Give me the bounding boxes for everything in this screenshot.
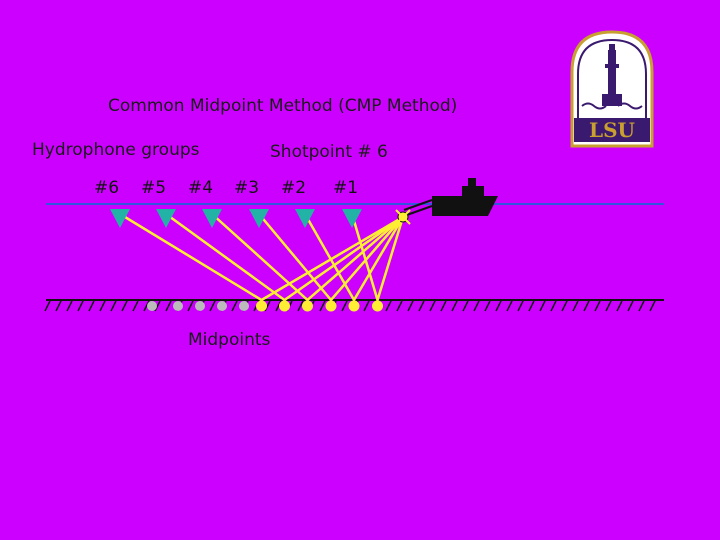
hatch-mark <box>473 300 480 312</box>
phone-label-1: #1 <box>333 178 359 198</box>
midpoint-group <box>147 300 383 312</box>
hydrophone-icon <box>295 209 315 228</box>
hatch-mark <box>99 300 106 312</box>
hatch-mark <box>209 300 216 312</box>
hatch-mark <box>44 300 51 312</box>
midpoint-active <box>325 300 337 312</box>
hatch-mark <box>88 300 95 312</box>
hatch-mark <box>594 300 601 312</box>
ray-path <box>303 213 405 303</box>
hatch-mark <box>561 300 568 312</box>
hatch-mark <box>462 300 469 312</box>
hatch-mark <box>616 300 623 312</box>
midpoint-active <box>372 300 383 312</box>
hatch-mark <box>429 300 436 312</box>
hydrophone-icon <box>156 209 176 228</box>
hydrophone-icon <box>110 209 130 228</box>
diagram-title: Common Midpoint Method (CMP Method) <box>108 96 458 116</box>
shotpoint-label: Shotpoint # 6 <box>270 142 388 162</box>
hatch-mark <box>517 300 524 312</box>
hatch-mark <box>528 300 535 312</box>
hatch-mark <box>484 300 491 312</box>
midpoint-active <box>302 300 313 312</box>
hatch-mark <box>363 300 370 312</box>
airgun-source-icon <box>395 209 411 225</box>
hatch-mark <box>187 300 194 312</box>
midpoint-inactive <box>195 301 205 311</box>
hatch-mark <box>638 300 645 312</box>
ray-path <box>350 213 405 305</box>
hatch-mark <box>418 300 425 312</box>
hatch-mark <box>572 300 579 312</box>
hatch-mark <box>66 300 73 312</box>
midpoint-active <box>279 300 290 312</box>
lsu-logo-text: LSU <box>589 118 635 142</box>
phone-label-6: #6 <box>94 178 120 198</box>
midpoint-inactive <box>147 301 157 311</box>
hydrophone-icon <box>202 209 222 228</box>
hatch-mark <box>649 300 656 312</box>
hatch-mark <box>627 300 634 312</box>
ray-path <box>211 213 404 302</box>
hatch-mark <box>407 300 414 312</box>
phone-label-2: #2 <box>281 178 307 198</box>
hatch-mark <box>440 300 447 312</box>
hatch-mark <box>77 300 84 312</box>
lsu-logo: LSU <box>570 30 654 148</box>
midpoint-inactive <box>239 301 249 311</box>
hatch-mark <box>55 300 62 312</box>
hydrophone-icon <box>342 209 362 228</box>
phone-label-3: #3 <box>234 178 260 198</box>
midpoint-active <box>256 300 267 312</box>
hatch-mark <box>550 300 557 312</box>
hatch-mark <box>297 300 304 312</box>
hatch-mark <box>539 300 546 312</box>
hatch-mark <box>396 300 403 312</box>
hatch-mark <box>121 300 128 312</box>
hatch-mark <box>583 300 590 312</box>
hatch-mark <box>165 300 172 312</box>
hatch-mark <box>451 300 458 312</box>
hatch-mark <box>341 300 348 312</box>
hatch-mark <box>154 300 161 312</box>
ray-path <box>165 212 404 302</box>
hatch-mark <box>495 300 502 312</box>
ship-icon <box>403 178 498 217</box>
hatch-mark <box>132 300 139 312</box>
ray-paths <box>119 212 405 305</box>
midpoint-active <box>348 300 360 312</box>
midpoints-label: Midpoints <box>188 330 271 350</box>
hatch-mark <box>110 300 117 312</box>
hydrophone-groups-label: Hydrophone groups <box>32 140 200 160</box>
hatch-mark <box>506 300 513 312</box>
hatch-mark <box>385 300 392 312</box>
ray-path <box>258 213 404 302</box>
hatch-mark <box>319 300 326 312</box>
midpoint-inactive <box>217 301 227 311</box>
hatch-mark <box>605 300 612 312</box>
hatch-mark <box>231 300 238 312</box>
hatch-mark <box>143 300 150 312</box>
phone-label-4: #4 <box>188 178 214 198</box>
phone-label-5: #5 <box>141 178 167 198</box>
ray-path <box>119 212 404 302</box>
midpoint-inactive <box>173 301 183 311</box>
hydrophone-icon <box>249 209 269 228</box>
hydrophone-group <box>110 209 362 228</box>
